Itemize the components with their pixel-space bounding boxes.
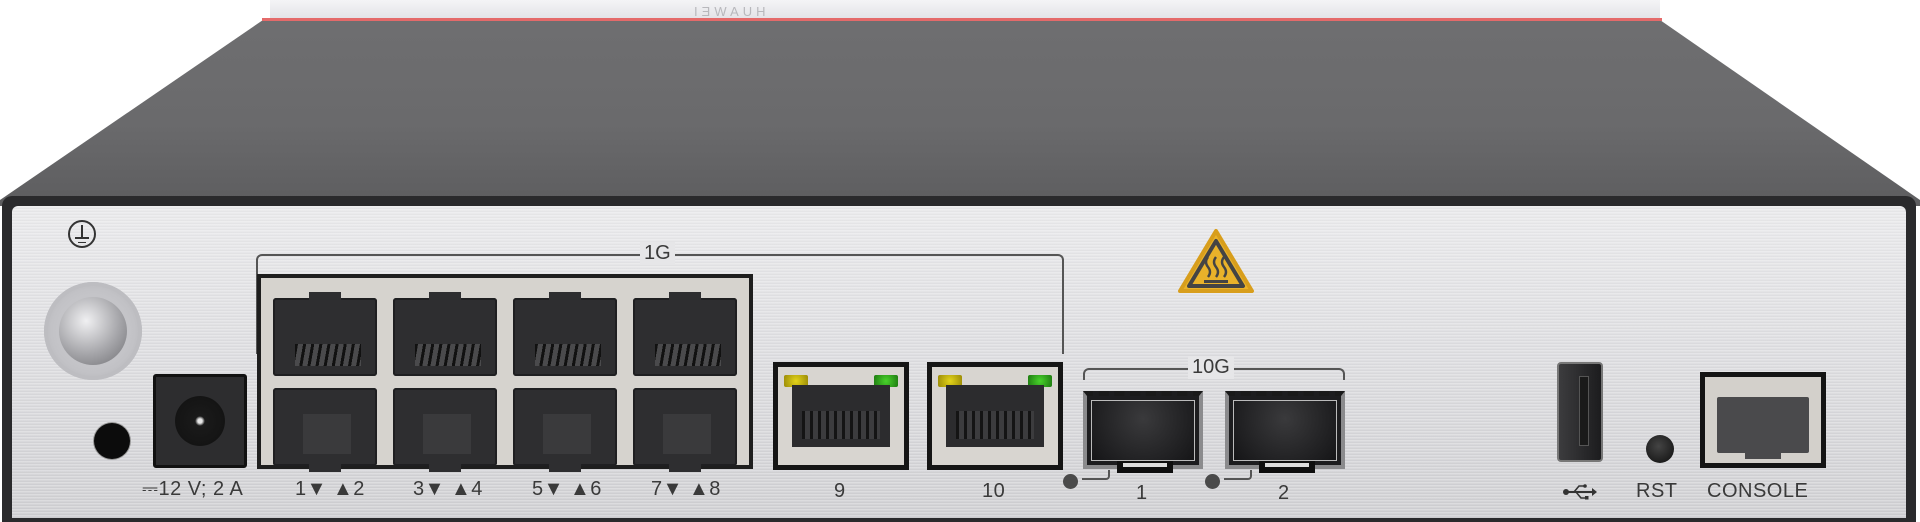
reset-label: RST <box>1636 480 1678 502</box>
dc-socket <box>175 396 225 446</box>
sfp-1-status-led <box>1063 474 1078 489</box>
rj45-port-4[interactable] <box>393 388 497 472</box>
chassis-top-strip: HUAWEI <box>270 0 1660 20</box>
port-cavity <box>423 414 471 454</box>
sfp-port-2[interactable] <box>1225 391 1345 473</box>
chassis-top <box>0 20 1920 206</box>
port-pins <box>535 344 601 366</box>
sfp-2-status-led <box>1205 474 1220 489</box>
port-notch <box>669 464 701 472</box>
usb-port[interactable] <box>1557 362 1603 462</box>
mounting-hole <box>94 423 130 459</box>
port-cavity <box>303 414 351 454</box>
rj45-port-5[interactable] <box>513 292 617 376</box>
rj45-port-3[interactable] <box>393 292 497 376</box>
link-led-green <box>874 375 898 387</box>
sfp-port-1[interactable] <box>1083 391 1203 473</box>
sfp-1-led-pointer <box>1082 470 1110 480</box>
brand-accent-line <box>262 18 1662 21</box>
port-cavity <box>663 414 711 454</box>
rj45-port-10[interactable] <box>927 362 1063 470</box>
rj45-port-1[interactable] <box>273 292 377 376</box>
port-pins <box>295 344 361 366</box>
group-label-10g: 10G <box>1188 356 1234 379</box>
console-port[interactable] <box>1700 372 1826 468</box>
sfp-label-1: 1 <box>1136 482 1148 504</box>
dc-power-jack[interactable] <box>153 374 247 468</box>
port-cavity <box>1717 397 1809 459</box>
port-pins <box>655 344 721 366</box>
port-pins <box>956 411 1034 439</box>
port-label-3-4: 3▼ ▲4 <box>413 478 483 500</box>
port-cavity <box>543 414 591 454</box>
brand-logo-mirrored: HUAWEI <box>690 4 766 19</box>
sfp-latch <box>1259 461 1315 473</box>
sfp-cavity <box>1091 400 1195 461</box>
rj45-port-9[interactable] <box>773 362 909 470</box>
port-pins <box>802 411 880 439</box>
hot-surface-warning-icon <box>1178 229 1254 293</box>
screw-head <box>59 297 127 365</box>
reset-button[interactable] <box>1646 435 1674 463</box>
sfp-cavity <box>1233 400 1337 461</box>
sfp-label-2: 2 <box>1278 482 1290 504</box>
usb-icon <box>1563 484 1597 500</box>
link-led-green <box>1028 375 1052 387</box>
port-notch <box>669 292 701 300</box>
port-label-10: 10 <box>982 480 1006 502</box>
port-pins <box>415 344 481 366</box>
group-label-1g: 1G <box>640 242 675 265</box>
rj45-block-1-8 <box>257 274 753 472</box>
port-notch <box>549 292 581 300</box>
sfp-latch <box>1117 461 1173 473</box>
port-notch <box>549 464 581 472</box>
rj45-port-2[interactable] <box>273 388 377 472</box>
rj45-port-6[interactable] <box>513 388 617 472</box>
port-notch <box>309 292 341 300</box>
port-notch <box>309 464 341 472</box>
port-label-5-6: 5▼ ▲6 <box>532 478 602 500</box>
ground-screw[interactable] <box>44 282 142 380</box>
sfp-2-led-pointer <box>1224 470 1252 480</box>
usb-tongue <box>1579 376 1589 446</box>
port-label-9: 9 <box>834 480 846 502</box>
port-label-1-2: 1▼ ▲2 <box>295 478 365 500</box>
port-label-7-8: 7▼ ▲8 <box>651 478 721 500</box>
rj45-port-7[interactable] <box>633 292 737 376</box>
protective-earth-icon <box>68 220 96 248</box>
console-label: CONSOLE <box>1707 480 1809 502</box>
port-notch <box>429 292 461 300</box>
power-rating-label: ⎓12 V; 2 A <box>142 478 244 500</box>
link-led-amber <box>938 375 962 387</box>
rj45-port-8[interactable] <box>633 388 737 472</box>
port-notch <box>429 464 461 472</box>
link-led-amber <box>784 375 808 387</box>
